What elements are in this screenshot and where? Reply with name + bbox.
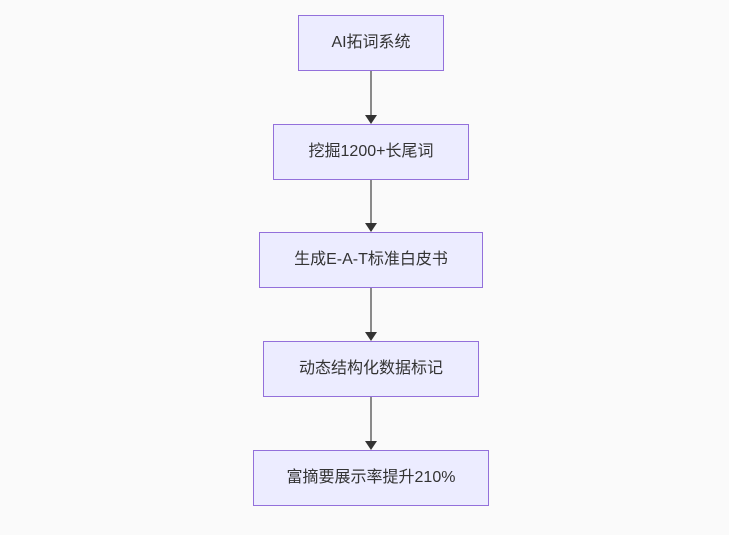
arrow-line bbox=[370, 71, 372, 115]
flow-node-rich-snippet-result: 富摘要展示率提升210% bbox=[253, 450, 489, 506]
arrow-head-icon bbox=[365, 223, 377, 232]
arrow-line bbox=[370, 288, 372, 332]
arrow-line bbox=[370, 180, 372, 223]
arrow-head-icon bbox=[365, 115, 377, 124]
arrow-head-icon bbox=[365, 332, 377, 341]
flow-node-structured-data: 动态结构化数据标记 bbox=[263, 341, 479, 397]
arrow-line bbox=[370, 397, 372, 441]
flow-node-label: 动态结构化数据标记 bbox=[298, 360, 443, 377]
flow-arrow-2 bbox=[365, 180, 377, 232]
flow-node-ai-word-expansion: AI拓词系统 bbox=[298, 15, 444, 71]
flow-node-label: 生成E-A-T标准白皮书 bbox=[294, 251, 448, 268]
flow-node-label: 富摘要展示率提升210% bbox=[286, 469, 456, 486]
flow-node-label: AI拓词系统 bbox=[331, 34, 411, 51]
flow-node-label: 挖掘1200+长尾词 bbox=[308, 143, 434, 160]
flow-node-eat-whitepaper: 生成E-A-T标准白皮书 bbox=[259, 232, 483, 288]
flow-node-longtail-mining: 挖掘1200+长尾词 bbox=[273, 124, 469, 180]
flow-arrow-3 bbox=[365, 288, 377, 341]
flow-arrow-4 bbox=[365, 397, 377, 450]
arrow-head-icon bbox=[365, 441, 377, 450]
flow-arrow-1 bbox=[365, 71, 377, 124]
